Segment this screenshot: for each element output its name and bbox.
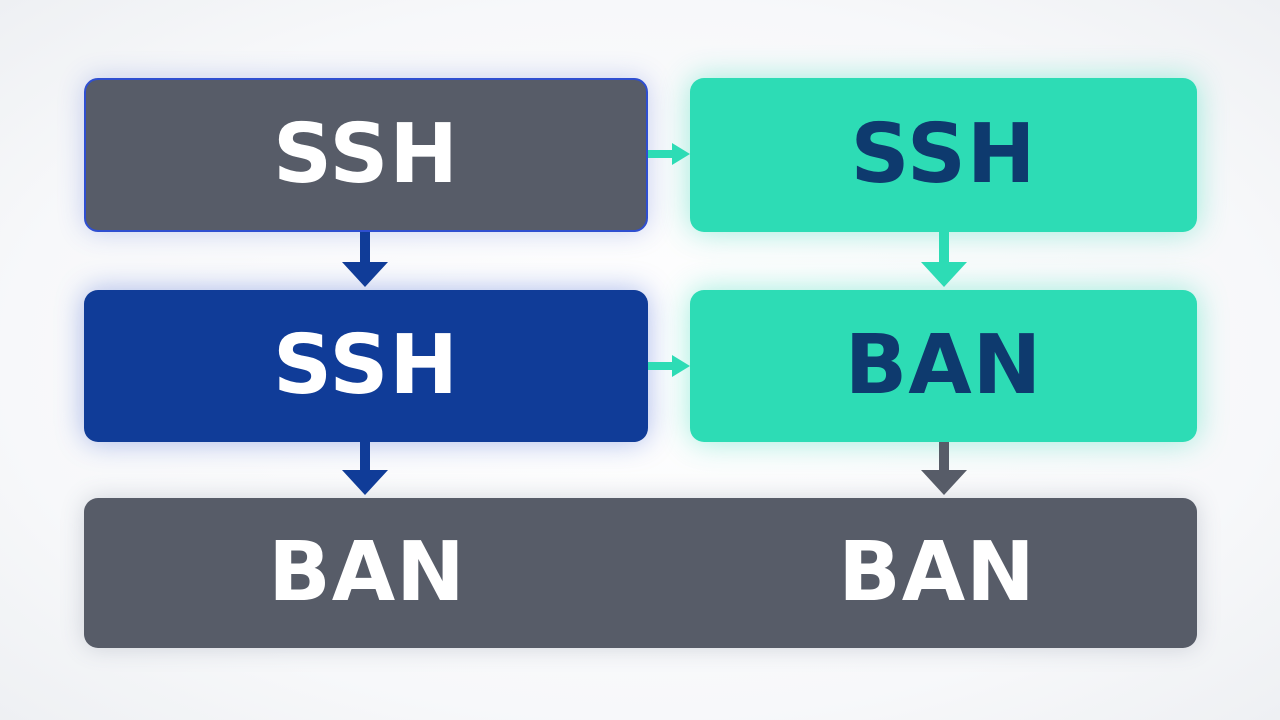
arrow-middle-left-to-middle-right (648, 355, 690, 377)
node-label: SSH (272, 318, 460, 413)
node-bottom-ban: BAN BAN (84, 498, 1197, 648)
node-top-left-ssh: SSH (84, 78, 648, 232)
node-label-right: BAN (838, 525, 1036, 620)
node-middle-right-ban: BAN (690, 290, 1197, 442)
arrow-top-right-to-middle-right (921, 232, 967, 287)
node-middle-left-ssh: SSH (84, 290, 648, 442)
arrow-middle-left-to-bottom (342, 442, 388, 495)
node-label: BAN (844, 318, 1043, 413)
node-label: SSH (850, 107, 1037, 202)
arrow-middle-right-to-bottom (921, 442, 967, 495)
node-top-right-ssh: SSH (690, 78, 1197, 232)
node-label-left: BAN (268, 525, 466, 620)
node-label: SSH (272, 107, 460, 202)
arrow-top-left-to-middle-left (342, 232, 388, 287)
arrow-top-left-to-top-right (648, 143, 690, 165)
